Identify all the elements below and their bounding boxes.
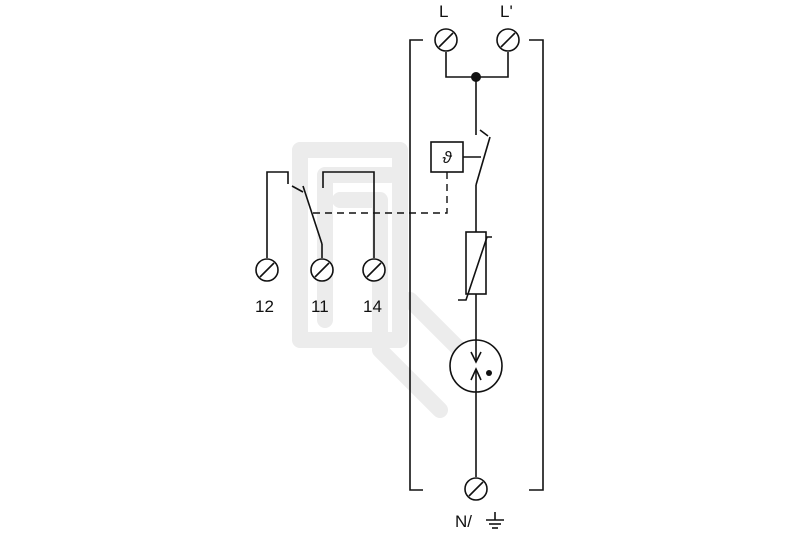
aux-contact-stop (291, 185, 304, 193)
aux-contact-14-wire (322, 171, 375, 258)
terminal-12 (255, 258, 279, 282)
mechanical-linkage-dashed (310, 172, 448, 214)
label-neutral-earth: N/ (455, 512, 472, 531)
thermal-switch-stop (479, 129, 489, 137)
gdt-upper-arrow (470, 351, 482, 364)
aux-contact-blade (302, 185, 323, 245)
gdt-gas-dot (486, 370, 492, 376)
enclosure-left-side (409, 39, 423, 491)
varistor-body (465, 231, 487, 295)
terminal-L (434, 28, 458, 52)
terminal-14 (362, 258, 386, 282)
gdt-lower-arrow (470, 367, 482, 381)
label-L: L (439, 2, 448, 21)
earth-ground-icon (486, 512, 504, 529)
label-L-prime: L' (500, 2, 513, 21)
varistor-diagonal (458, 236, 492, 301)
thermal-switch-blade (475, 136, 491, 186)
terminal-L-prime (496, 28, 520, 52)
enclosure-right-side (529, 39, 544, 491)
label-11: 11 (311, 297, 329, 316)
label-14: 14 (363, 297, 382, 316)
label-12: 12 (255, 297, 274, 316)
thermal-symbol: ϑ (442, 148, 452, 167)
terminal-neutral-earth (464, 477, 488, 501)
terminal-11 (310, 258, 334, 282)
aux-contact-12-wire (266, 171, 289, 258)
